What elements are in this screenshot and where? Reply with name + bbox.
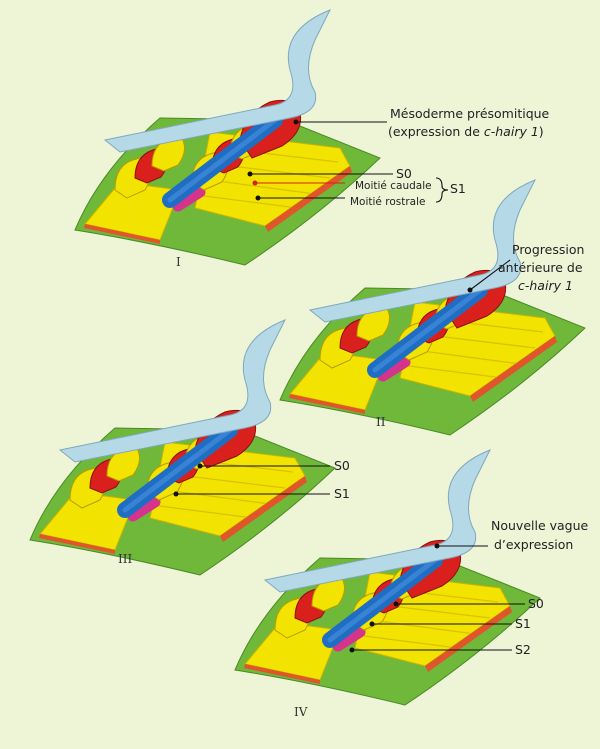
label-s0: S0 bbox=[528, 596, 544, 611]
panel-numeral: I bbox=[176, 255, 181, 269]
label-s1: S1 bbox=[515, 616, 531, 631]
label-caudal-half: Moitié caudale bbox=[355, 180, 432, 192]
label-s1: S1 bbox=[334, 486, 350, 501]
label-s2: S2 bbox=[515, 642, 531, 657]
label-s0: S0 bbox=[396, 166, 412, 181]
panel-i: I bbox=[75, 10, 380, 269]
brace bbox=[435, 177, 449, 203]
label-progression-2: antérieure de bbox=[498, 260, 583, 275]
label-new-wave: Nouvelle vague bbox=[491, 518, 589, 533]
label-s0: S0 bbox=[334, 458, 350, 473]
panel-iv: IV bbox=[235, 450, 540, 719]
label-psm-expression: (expression de c-hairy 1) bbox=[388, 124, 544, 139]
label-psm: Mésoderme présomitique bbox=[390, 106, 550, 121]
label-progression-gene: c-hairy 1 bbox=[518, 278, 573, 293]
label-progression: Progression bbox=[512, 242, 584, 257]
panel-numeral: III bbox=[118, 552, 132, 566]
panel-numeral: II bbox=[376, 415, 386, 429]
panel-ii: II bbox=[280, 180, 585, 435]
label-rostral-half: Moitié rostrale bbox=[350, 196, 425, 208]
panel-numeral: IV bbox=[294, 705, 308, 719]
panel-iii: III bbox=[30, 320, 335, 575]
label-new-wave-2: d’expression bbox=[494, 537, 573, 552]
label-s1: S1 bbox=[450, 181, 466, 196]
